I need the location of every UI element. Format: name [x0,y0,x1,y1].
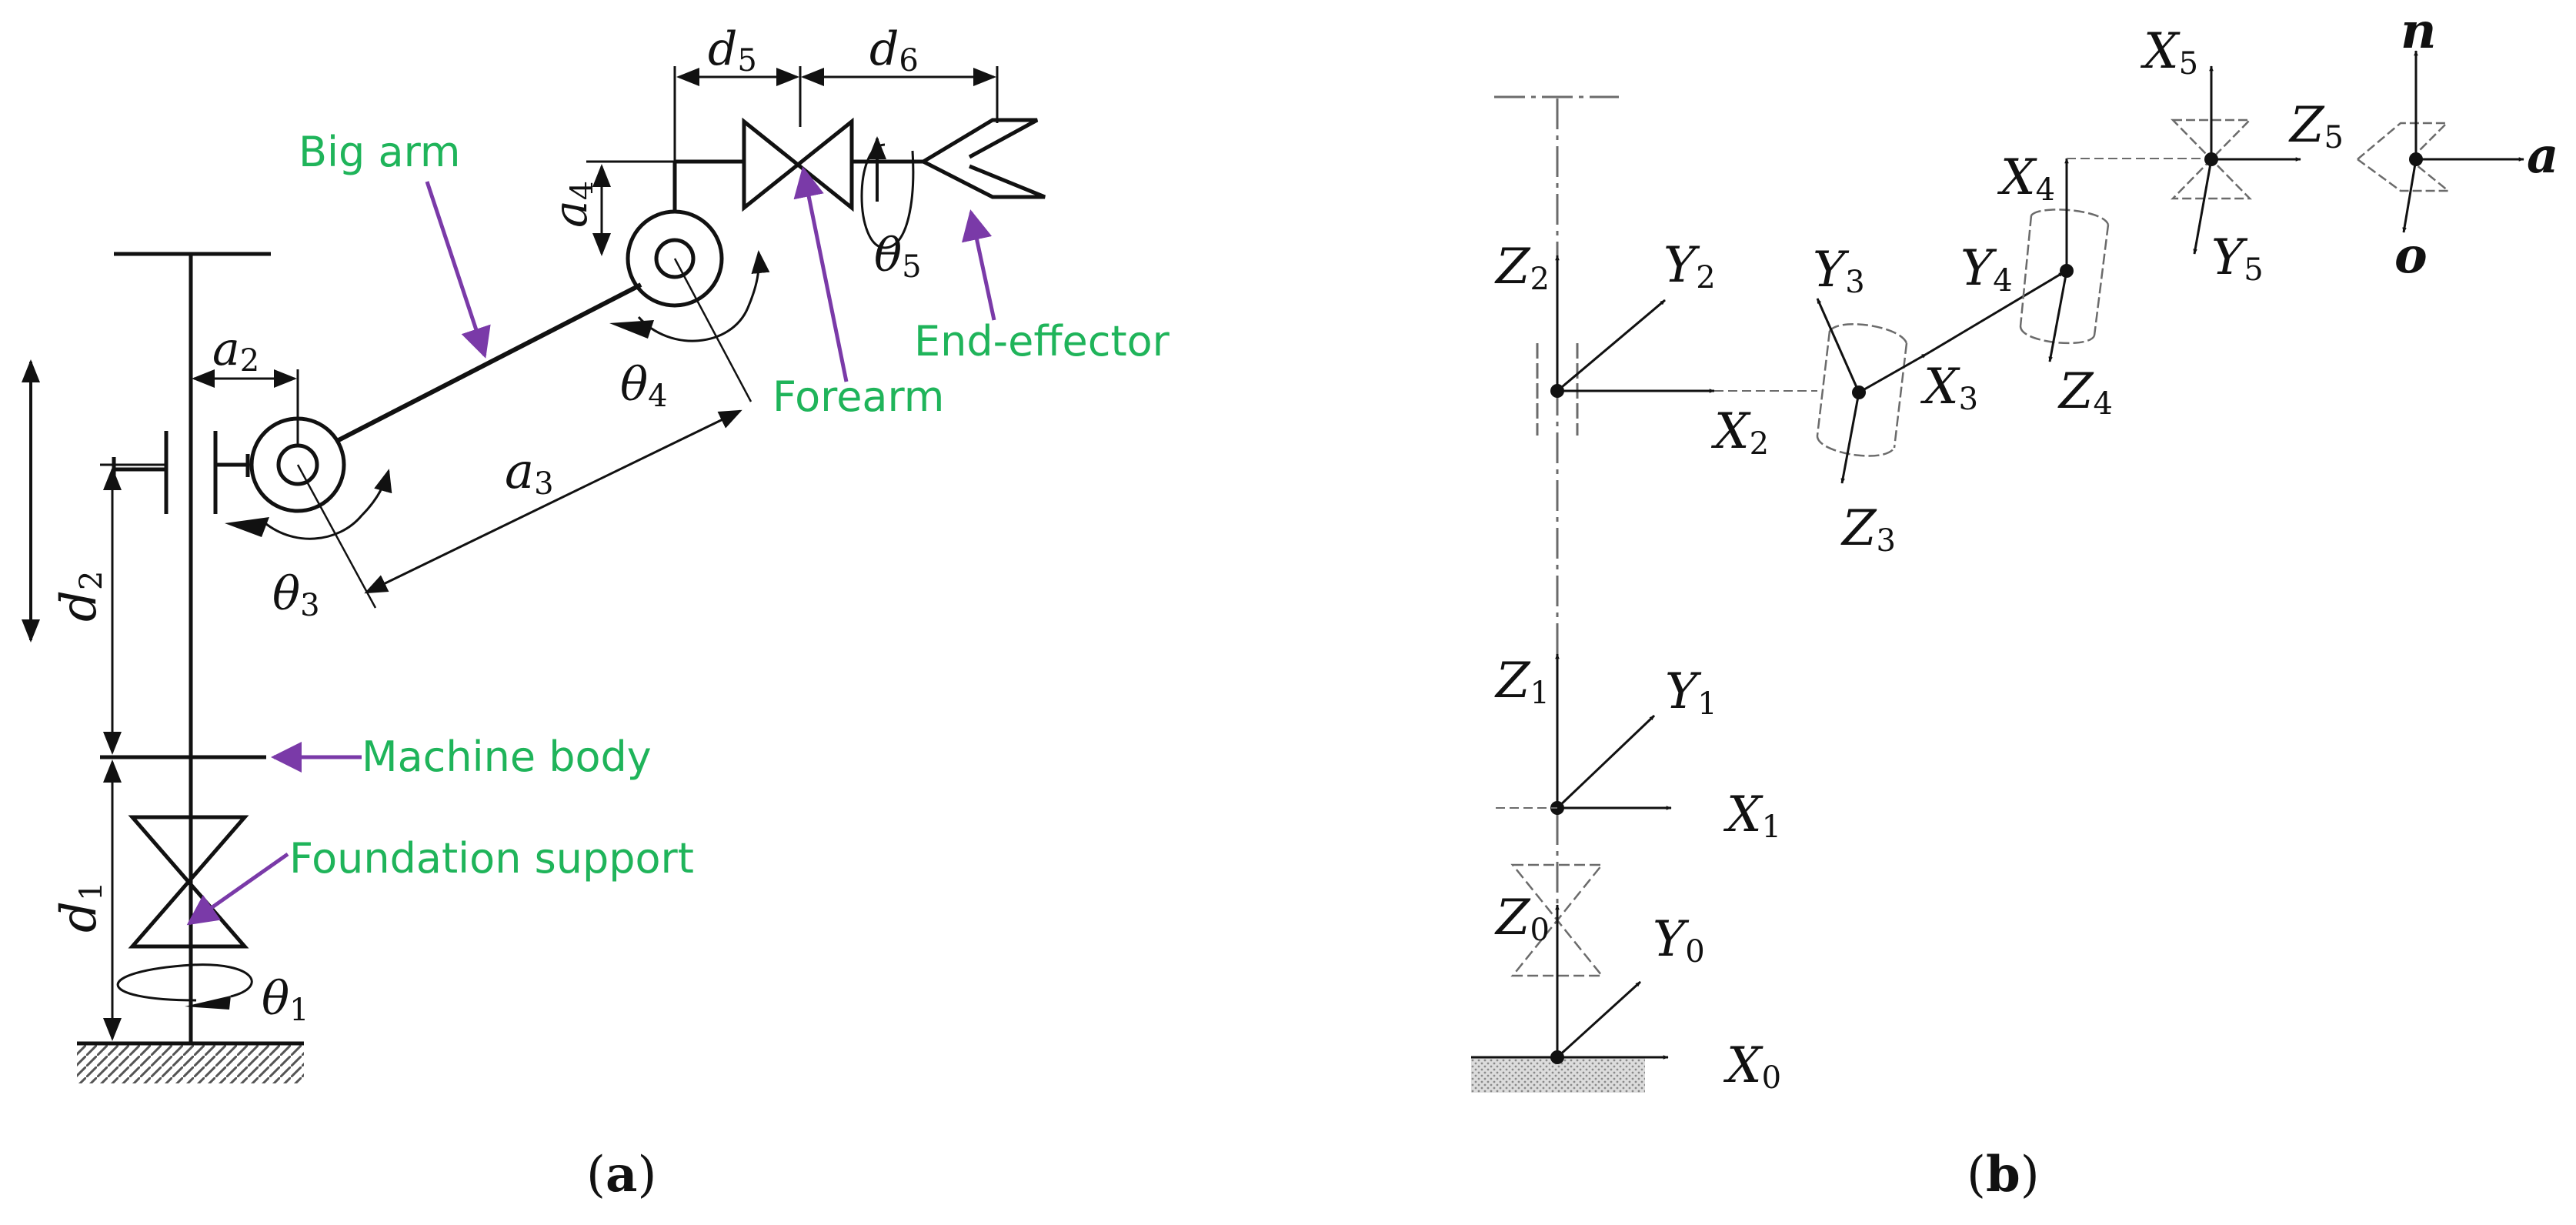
end-effector-jaw-lower [922,159,1046,199]
Z3-label: Z3 [1840,500,1896,559]
end-effector-jaw-upper [922,118,1039,164]
panel-a-green-labels: Big arm Forearm End-effector Machine bod… [289,128,1170,883]
wrist-bowtie-symbol [742,117,854,212]
theta1-rotation-arc [116,963,253,1002]
Y5-label: Y5 [2211,229,2264,288]
X1-label: X1 [1723,786,1781,845]
d5-symbol: d5 [708,22,757,78]
a-label: a [2527,127,2558,185]
tool-o-axis [2402,159,2418,233]
o-label: o [2394,227,2428,285]
theta1-arrowhead [185,996,231,1010]
frame3-x-axis [1858,352,1927,394]
frame3-z-axis [1840,392,1860,484]
Y3-label: Y3 [1813,242,1865,300]
joint5-bowtie [2171,118,2252,200]
frame2-y-axis [1557,299,1666,392]
theta4-rotation-arc [637,250,770,342]
frame1-y-axis [1556,714,1656,809]
foundation-callout-arrow [186,852,289,926]
machine-body-label: Machine body [362,733,652,781]
big-arm-callout-arrow [425,181,491,359]
caption-a: (a) [586,1146,656,1203]
foundation-support-label: Foundation support [289,834,694,883]
dim-a3-ext1 [296,464,377,609]
theta5-rotation-arc [860,143,915,249]
dim-a3-line [364,409,742,594]
frame3-y-axis [1816,298,1860,393]
X0-label: X0 [1723,1037,1781,1096]
theta5-symbol: θ5 [874,229,922,285]
dim-a3-ext2 [673,258,752,402]
theta3-arrowhead-left [225,517,269,537]
d2-symbol: d2 [51,571,109,622]
b-gripper-outline [2357,122,2451,192]
X5-label: X5 [2140,23,2198,82]
theta3-rotation-arc [260,469,392,540]
Z1-label: Z1 [1494,653,1550,711]
elbow-joint-inner [654,238,696,279]
theta3-symbol: θ3 [272,567,320,623]
end-effector-label: End-effector [914,317,1170,365]
b-base-bowtie [1510,863,1604,977]
frame4-z-axis [2048,270,2068,362]
d1-symbol: d1 [51,882,109,933]
theta4-arrowhead-left [609,320,654,339]
frame0-y-axis [1556,980,1642,1059]
Y0-label: Y0 [1653,911,1705,970]
Z5-label: Z5 [2288,97,2344,155]
panel-a [22,66,1046,1083]
d6-symbol: d6 [869,22,919,78]
forearm-callout-arrow [793,166,849,382]
ground-hatch [77,1043,304,1083]
panel-b-labels: Z0 Y0 X0 Z1 Y1 X1 Z2 Y2 X2 Y3 X3 Z3 Y4 X… [1494,2,2558,1096]
base-bowtie-symbol [128,815,249,949]
a4-symbol: a4 [544,181,600,228]
X3-label: X3 [1920,359,1978,417]
link-3-4 [1926,271,2064,355]
X2-label: X2 [1710,403,1769,462]
a2-symbol: a2 [212,322,259,379]
panel-a-symbols: d5 d6 a2 a3 a4 d2 d1 θ1 θ3 θ4 θ5 [51,22,922,1028]
n-label: n [2401,2,2437,60]
Y1-label: Y1 [1665,663,1717,722]
theta4-symbol: θ4 [620,358,668,414]
theta1-symbol: θ1 [262,972,309,1028]
Z4-label: Z4 [2057,363,2113,422]
Y4-label: Y4 [1960,240,2013,299]
Z2-label: Z2 [1494,239,1550,297]
a3-symbol: a3 [505,443,554,502]
joint3-cylinder [1816,323,1908,457]
forearm-label: Forearm [772,372,944,421]
panel-b [1471,50,2524,1093]
big-arm-label: Big arm [299,128,460,176]
caption-b: (b) [1967,1146,2040,1203]
big-arm-link [337,282,642,442]
X4-label: X4 [1997,149,2055,208]
Z0-label: Z0 [1494,890,1550,948]
Y2-label: Y2 [1663,237,1716,295]
frame5-y-axis [2193,159,2213,255]
end-effector-callout-arrow [961,209,996,321]
panel-a-callouts [186,166,996,926]
